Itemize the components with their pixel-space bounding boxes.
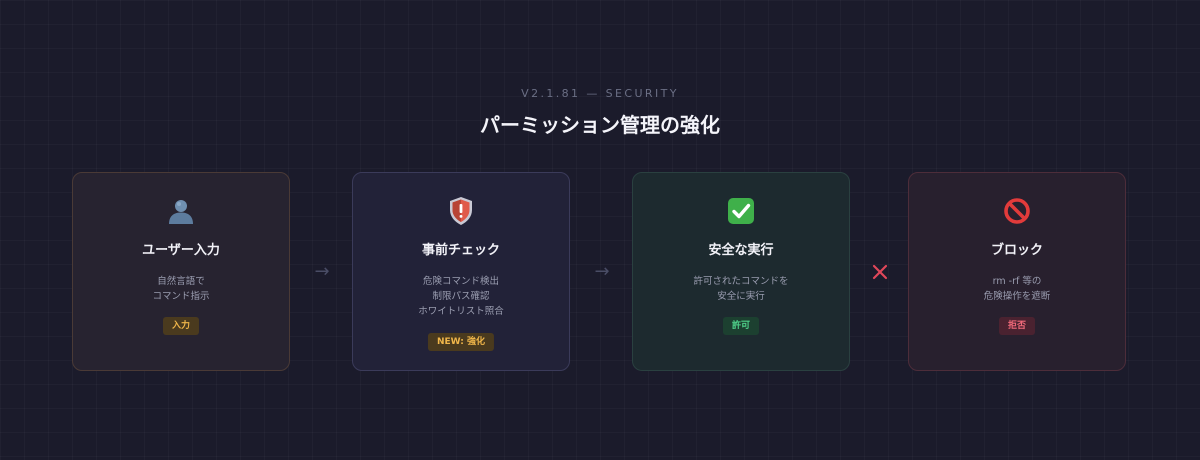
status-badge: 入力	[162, 317, 200, 335]
shield-icon	[353, 195, 569, 227]
description-line: 危険コマンド検出	[422, 276, 499, 287]
cross-icon	[868, 260, 892, 284]
description-line: 許可されたコマンドを	[693, 276, 789, 287]
arrow-icon: →	[314, 261, 330, 282]
description-line: ホワイトリスト照合	[418, 306, 504, 317]
card-user-input: ユーザー入力 自然言語で コマンド指示 入力	[72, 172, 290, 371]
check-icon	[633, 195, 849, 227]
card-description: 自然言語で コマンド指示	[73, 274, 289, 304]
card-description: 危険コマンド検出 制限パス確認 ホワイトリスト照合	[353, 274, 569, 319]
description-line: コマンド指示	[152, 291, 210, 302]
card-title: ブロック	[990, 243, 1043, 258]
card-block: ブロック rm -rf 等の 危険操作を遮断 拒否	[908, 172, 1126, 371]
arrow-icon: →	[594, 261, 610, 282]
card-title: 事前チェック	[421, 243, 500, 258]
card-safe-execution: 安全な実行 許可されたコマンドを 安全に実行 許可	[632, 172, 850, 371]
status-badge: NEW: 強化	[427, 333, 495, 351]
status-badge: 許可	[722, 317, 760, 335]
user-icon	[73, 195, 289, 227]
status-badge: 拒否	[998, 317, 1036, 335]
description-line: rm -rf 等の	[992, 276, 1042, 287]
card-description: 許可されたコマンドを 安全に実行	[633, 274, 849, 304]
card-title: ユーザー入力	[142, 243, 220, 258]
version-subtitle: V2.1.81 — SECURITY	[521, 87, 679, 100]
header: V2.1.81 — SECURITY パーミッション管理の強化	[0, 86, 1200, 140]
prohibited-icon	[909, 195, 1125, 227]
description-line: 自然言語で	[157, 276, 205, 287]
card-title: 安全な実行	[708, 243, 774, 258]
card-pre-check: 事前チェック 危険コマンド検出 制限パス確認 ホワイトリスト照合 NEW: 強化	[352, 172, 570, 371]
description-line: 安全に実行	[717, 291, 765, 302]
page-title: パーミッション管理の強化	[480, 113, 720, 137]
card-description: rm -rf 等の 危険操作を遮断	[909, 274, 1125, 304]
description-line: 危険操作を遮断	[983, 291, 1051, 302]
description-line: 制限パス確認	[432, 291, 490, 302]
